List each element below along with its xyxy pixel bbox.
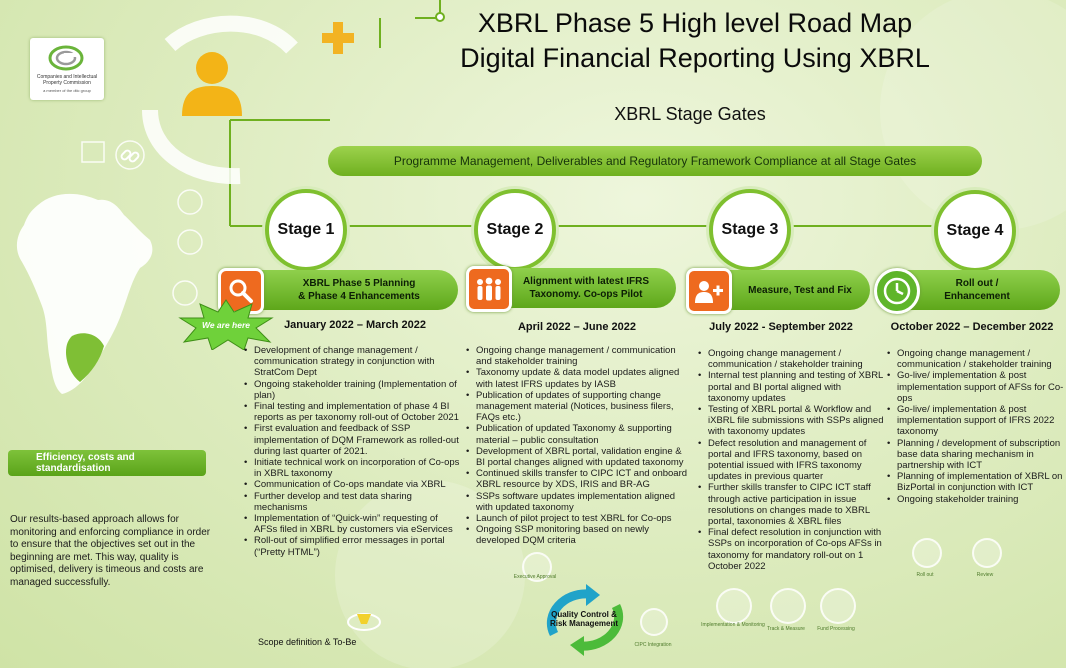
stage-1-item: First evaluation and feedback of SSP imp…: [244, 423, 460, 457]
we-are-here-text: We are here: [202, 320, 250, 330]
stage-1-item: Communication of Co-ops mandate via XBRL: [244, 479, 460, 490]
rollout-node: [912, 538, 942, 568]
user-avatar-icon: [182, 52, 242, 116]
title-line-2: Digital Financial Reporting Using XBRL: [460, 43, 930, 73]
stage-4-item: Ongoing stakeholder training: [887, 494, 1065, 505]
stage-4-item: Planning / development of subscription b…: [887, 438, 1065, 472]
exec-approval-node: [522, 552, 552, 582]
cipc-node: [640, 608, 668, 636]
stage-2-item: Launch of pilot project to test XBRL for…: [466, 513, 690, 524]
stage-3-dates: July 2022 - September 2022: [709, 321, 853, 333]
stage-3-item: Defect resolution and management of port…: [698, 438, 884, 483]
logo-subtext: a member of the dtic group: [43, 88, 91, 93]
stage-2-item: Ongoing SSP monitoring based on newly de…: [466, 524, 690, 546]
stage-1-item: Implementation of “Quick-win” requesting…: [244, 513, 460, 535]
stage-1-item: Roll-out of simplified error messages in…: [244, 535, 460, 557]
stage-4-item: Planning of implementation of XBRL on Bi…: [887, 471, 1065, 493]
stage-2-item: Publication of updates of supporting cha…: [466, 390, 690, 424]
stage-4-icon: [874, 268, 920, 314]
stage-4-item: Go-live/ implementation & post implement…: [887, 404, 1065, 438]
exec-approval-label: Executive Approval: [513, 574, 557, 580]
stage-1-item: Development of change management / commu…: [244, 345, 460, 379]
stage-2-item: Publication of updated Taxonomy & suppor…: [466, 423, 690, 445]
track-node: [770, 588, 806, 624]
stage-4-item: Ongoing change management / communicatio…: [887, 348, 1065, 370]
stage-2-item: Development of XBRL portal, validation e…: [466, 446, 690, 468]
quality-control-label: Quality Control & Risk Management: [549, 610, 619, 628]
cipc-logo-mark: [48, 45, 84, 71]
impl-node: [716, 588, 752, 624]
stage-1-item: Further develop and test data sharing me…: [244, 491, 460, 513]
scope-label: Scope definition & To-Be: [258, 637, 357, 647]
add-user-icon: [695, 281, 723, 303]
stage-1-circle: Stage 1: [265, 189, 347, 271]
fund-node: [820, 588, 856, 624]
programme-banner: Programme Management, Deliverables and R…: [328, 146, 982, 176]
stage-3-circle: Stage 3: [709, 189, 791, 271]
we-are-here-badge: We are here: [178, 299, 274, 350]
stage-3-items: Ongoing change management / communicatio…: [688, 348, 884, 572]
title-line-1: XBRL Phase 5 High level Road Map: [477, 8, 913, 38]
link-icon: [120, 149, 140, 163]
stage-1-item: Final testing and implementation of phas…: [244, 401, 460, 423]
stage-3-icon: [686, 268, 732, 314]
stage-1-item: Initiate technical work on incorporation…: [244, 457, 460, 479]
stage-1-item: Ongoing stakeholder training (Implementa…: [244, 379, 460, 401]
fund-label: Fund Processing: [817, 626, 855, 632]
stage-2-item: Ongoing change management / communicatio…: [466, 345, 690, 367]
stage-1-title: XBRL Phase 5 Planning & Phase 4 Enhancem…: [238, 270, 458, 310]
approach-text: Our results-based approach allows for mo…: [10, 514, 211, 588]
stage-2-item: Taxonomy update & data model updates ali…: [466, 367, 690, 389]
track-label: Track & Measure: [767, 626, 805, 632]
review-label: Review: [976, 572, 994, 578]
page-subtitle: XBRL Stage Gates: [614, 104, 766, 124]
magnifier-icon: [229, 279, 253, 303]
stage-4-items: Ongoing change management / communicatio…: [877, 348, 1065, 505]
stage-3-item: Final defect resolution in conjunction w…: [698, 527, 884, 572]
quality-cycle-icon: [547, 584, 623, 656]
clock-icon: [883, 277, 911, 305]
stage-2-circle: Stage 2: [474, 189, 556, 271]
stage-4-circle: Stage 4: [934, 190, 1016, 272]
page-title: XBRL Phase 5 High level Road Map Digital…: [330, 6, 1060, 76]
people-group-icon: [477, 277, 501, 301]
stage-2-item: Continued skills transfer to CIPC ICT an…: [466, 468, 690, 490]
cipc-logo: Companies and Intellectual Property Comm…: [30, 38, 104, 100]
stage-3-item: Ongoing change management / communicatio…: [698, 348, 884, 370]
stage-1-items: Development of change management / commu…: [234, 345, 460, 558]
impl-label: Implementation & Monitoring: [701, 622, 765, 628]
stage-4-item: Go-live/ implementation & post implement…: [887, 370, 1065, 404]
rollout-label: Roll out: [916, 572, 934, 578]
stage-4-dates: October 2022 – December 2022: [890, 321, 1054, 333]
cipc-label: CIPC Integration: [634, 642, 672, 648]
stage-1-dates: January 2022 – March 2022: [284, 319, 426, 331]
stage-3-item: Internal test planning and testing of XB…: [698, 370, 884, 404]
stage-2-items: Ongoing change management / communicatio…: [456, 345, 690, 547]
efficiency-banner: Efficiency, costs and standardisation: [8, 450, 206, 476]
stage-2-icon: [466, 266, 512, 312]
scope-lamp-icon: [347, 613, 381, 631]
stage-3-item: Testing of XBRL portal & Workflow and iX…: [698, 404, 884, 438]
stage-2-item: SSPs software updates implementation ali…: [466, 491, 690, 513]
review-node: [972, 538, 1002, 568]
logo-text: Companies and Intellectual Property Comm…: [36, 74, 98, 86]
stage-2-dates: April 2022 – June 2022: [517, 321, 636, 333]
stage-3-item: Further skills transfer to CIPC ICT staf…: [698, 482, 884, 527]
